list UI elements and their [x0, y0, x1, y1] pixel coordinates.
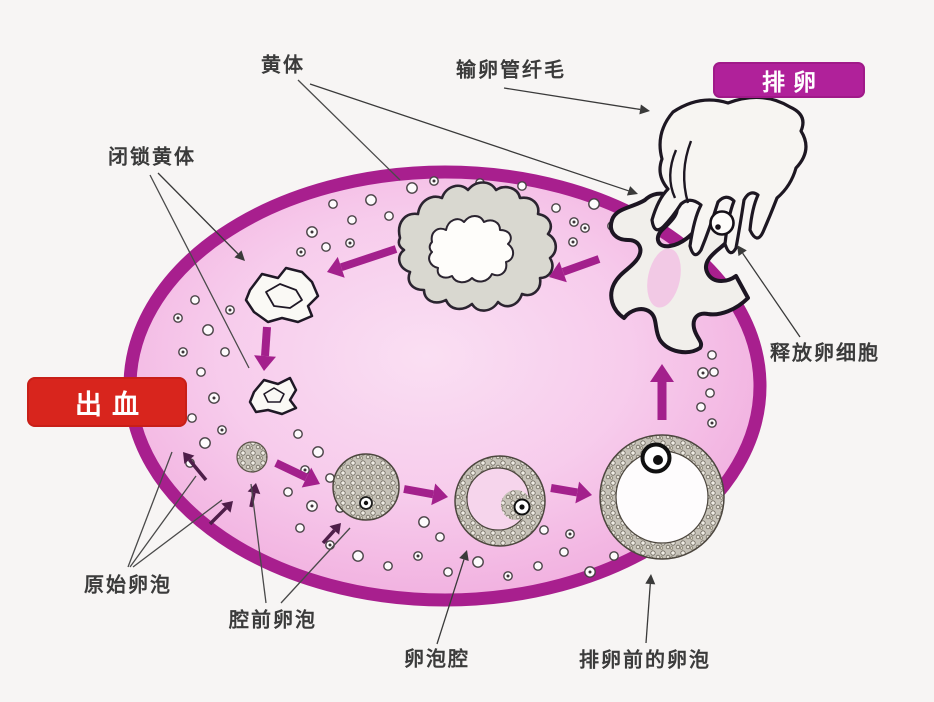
released-egg-icon: [709, 210, 735, 236]
corpus-luteum-shape: [397, 181, 558, 312]
label-tube-cilia: 输卵管纤毛: [456, 59, 566, 82]
antral-follicle-shape: [454, 455, 546, 547]
bleeding-badge: 出血: [27, 377, 187, 427]
small-growing-follicle-shape: [236, 441, 268, 473]
primordial-follicle-dots: [167, 176, 719, 581]
label-preovulatory-follicle: 排卵前的卵泡: [579, 649, 711, 672]
label-corpus-luteum: 黄体: [261, 54, 305, 77]
label-primordial-follicle: 原始卵泡: [84, 574, 172, 597]
ovulation-badge: 排卵: [713, 62, 865, 98]
collapsed-follicle-shape: [609, 191, 750, 355]
fimbria-shape: [650, 95, 808, 257]
progression-arrows: [183, 245, 674, 545]
label-release-egg: 释放卵细胞: [770, 342, 880, 365]
atretic-body-1-shape: [244, 266, 320, 324]
preovulatory-follicle-shape: [599, 434, 725, 560]
label-preantral-follicle: 腔前卵泡: [229, 609, 317, 632]
atretic-body-2-shape: [248, 376, 298, 416]
label-atretic-corpus-luteum: 闭锁黄体: [108, 146, 196, 169]
preantral-follicle-shape: [332, 453, 400, 521]
label-follicular-antrum: 卵泡腔: [404, 648, 470, 671]
label-pointer-lines: [127, 79, 801, 645]
